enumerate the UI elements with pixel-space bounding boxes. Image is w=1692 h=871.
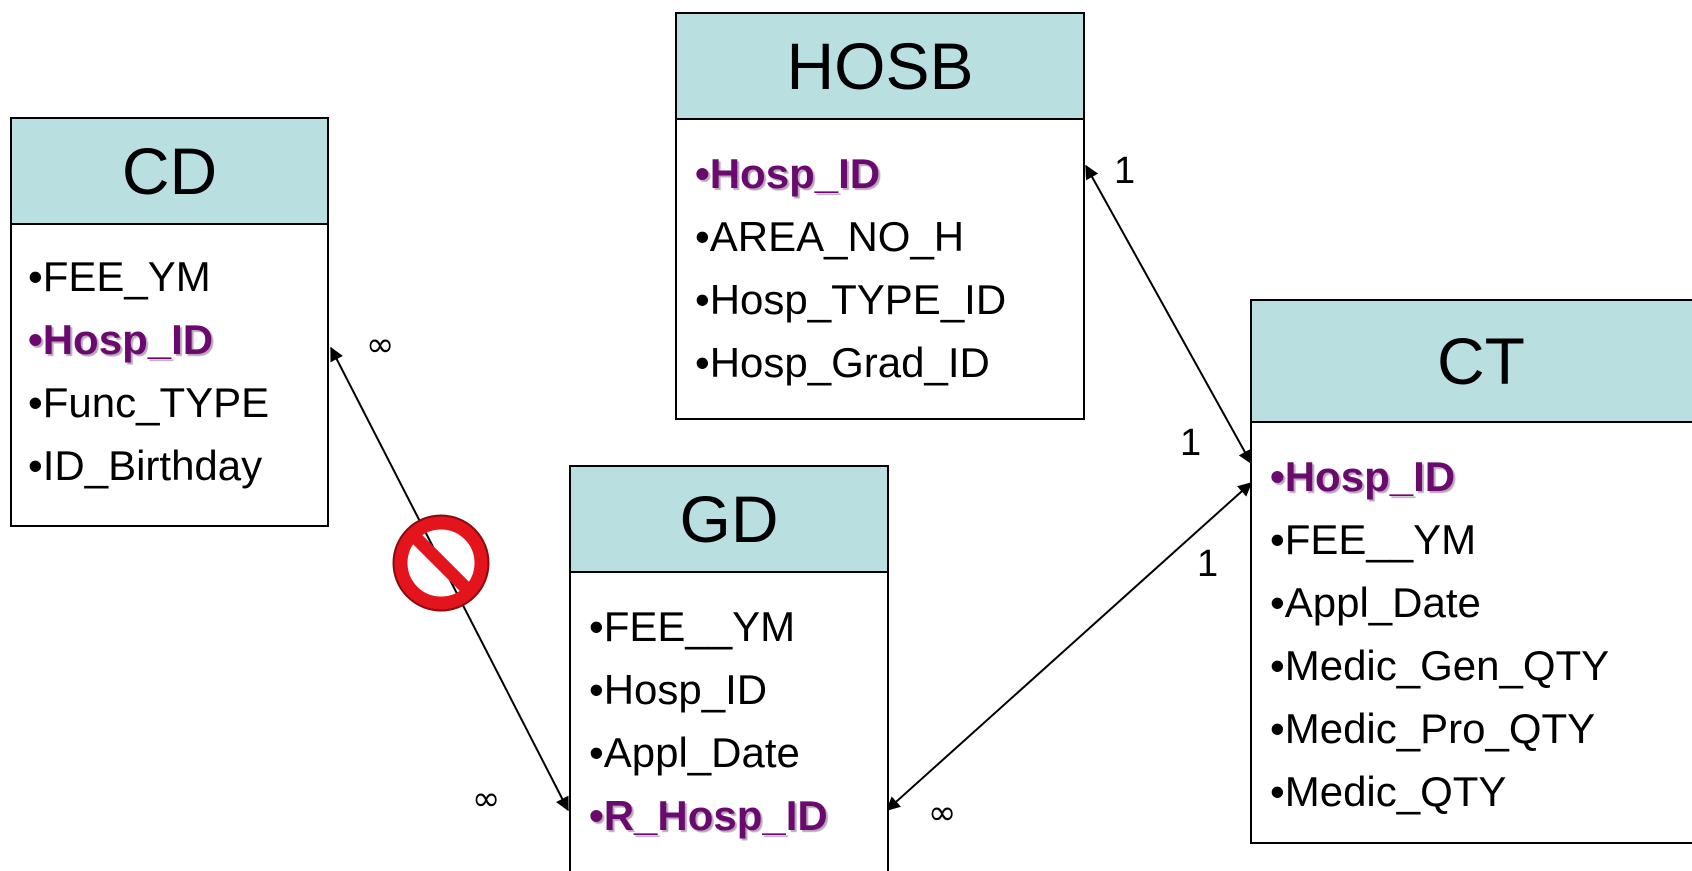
table-hosb-fields: •Hosp_ID •AREA_NO_H •Hosp_TYPE_ID •Hosp_… [677,120,1083,394]
table-cd-title: CD [12,119,327,225]
table-hosb-field: •Hosp_TYPE_ID [695,276,1007,323]
table-hosb-title: HOSB [677,14,1083,120]
table-ct-field: •FEE__YM [1270,516,1477,563]
table-ct-fields: •Hosp_ID •FEE__YM •Appl_Date •Medic_Gen_… [1252,423,1692,823]
table-cd-field: •Func_TYPE [28,379,270,426]
table-gd-field: •FEE__YM [589,603,796,650]
cardinality-ct-one-hosb: 1 [1180,422,1202,464]
cardinality-gd-many-cd: ∞ [472,779,501,819]
table-gd: GD •FEE__YM •Hosp_ID •Appl_Date •R_Hosp_… [569,465,889,871]
table-cd: CD •FEE_YM •Hosp_ID •Func_TYPE •ID_Birth… [10,117,329,527]
table-gd-key-field: •R_Hosp_ID [589,792,828,839]
table-ct-field: •Appl_Date [1270,579,1481,626]
table-ct-field: •Medic_Pro_QTY [1270,705,1596,752]
table-ct-field: •Medic_QTY [1270,768,1507,815]
table-hosb-key-field: •Hosp_ID [695,150,881,197]
table-ct: CT •Hosp_ID •FEE__YM •Appl_Date •Medic_G… [1250,299,1692,844]
table-gd-title: GD [571,467,887,573]
table-hosb-field: •Hosp_Grad_ID [695,339,990,386]
line-gd-ct [885,482,1253,811]
table-gd-field: •Appl_Date [589,729,800,776]
table-cd-key-field: •Hosp_ID [28,316,214,363]
cardinality-gd-many-ct: ∞ [928,793,957,833]
table-hosb-field: •AREA_NO_H [695,213,965,260]
table-hosb: HOSB •Hosp_ID •AREA_NO_H •Hosp_TYPE_ID •… [675,12,1085,420]
table-gd-fields: •FEE__YM •Hosp_ID •Appl_Date •R_Hosp_ID [571,573,887,847]
table-cd-field: •FEE_YM [28,253,211,300]
cardinality-ct-one-gd: 1 [1197,543,1219,585]
line-hosb-ct [1085,164,1252,465]
table-ct-key-field: •Hosp_ID [1270,453,1456,500]
table-ct-field: •Medic_Gen_QTY [1270,642,1610,689]
table-cd-fields: •FEE_YM •Hosp_ID •Func_TYPE •ID_Birthday [12,225,327,497]
table-cd-field: •ID_Birthday [28,442,263,489]
table-gd-field: •Hosp_ID [589,666,768,713]
cardinality-cd-many: ∞ [366,325,395,365]
table-ct-title: CT [1252,301,1692,423]
cardinality-hosb-one: 1 [1114,150,1136,192]
prohibited-icon [392,514,490,612]
